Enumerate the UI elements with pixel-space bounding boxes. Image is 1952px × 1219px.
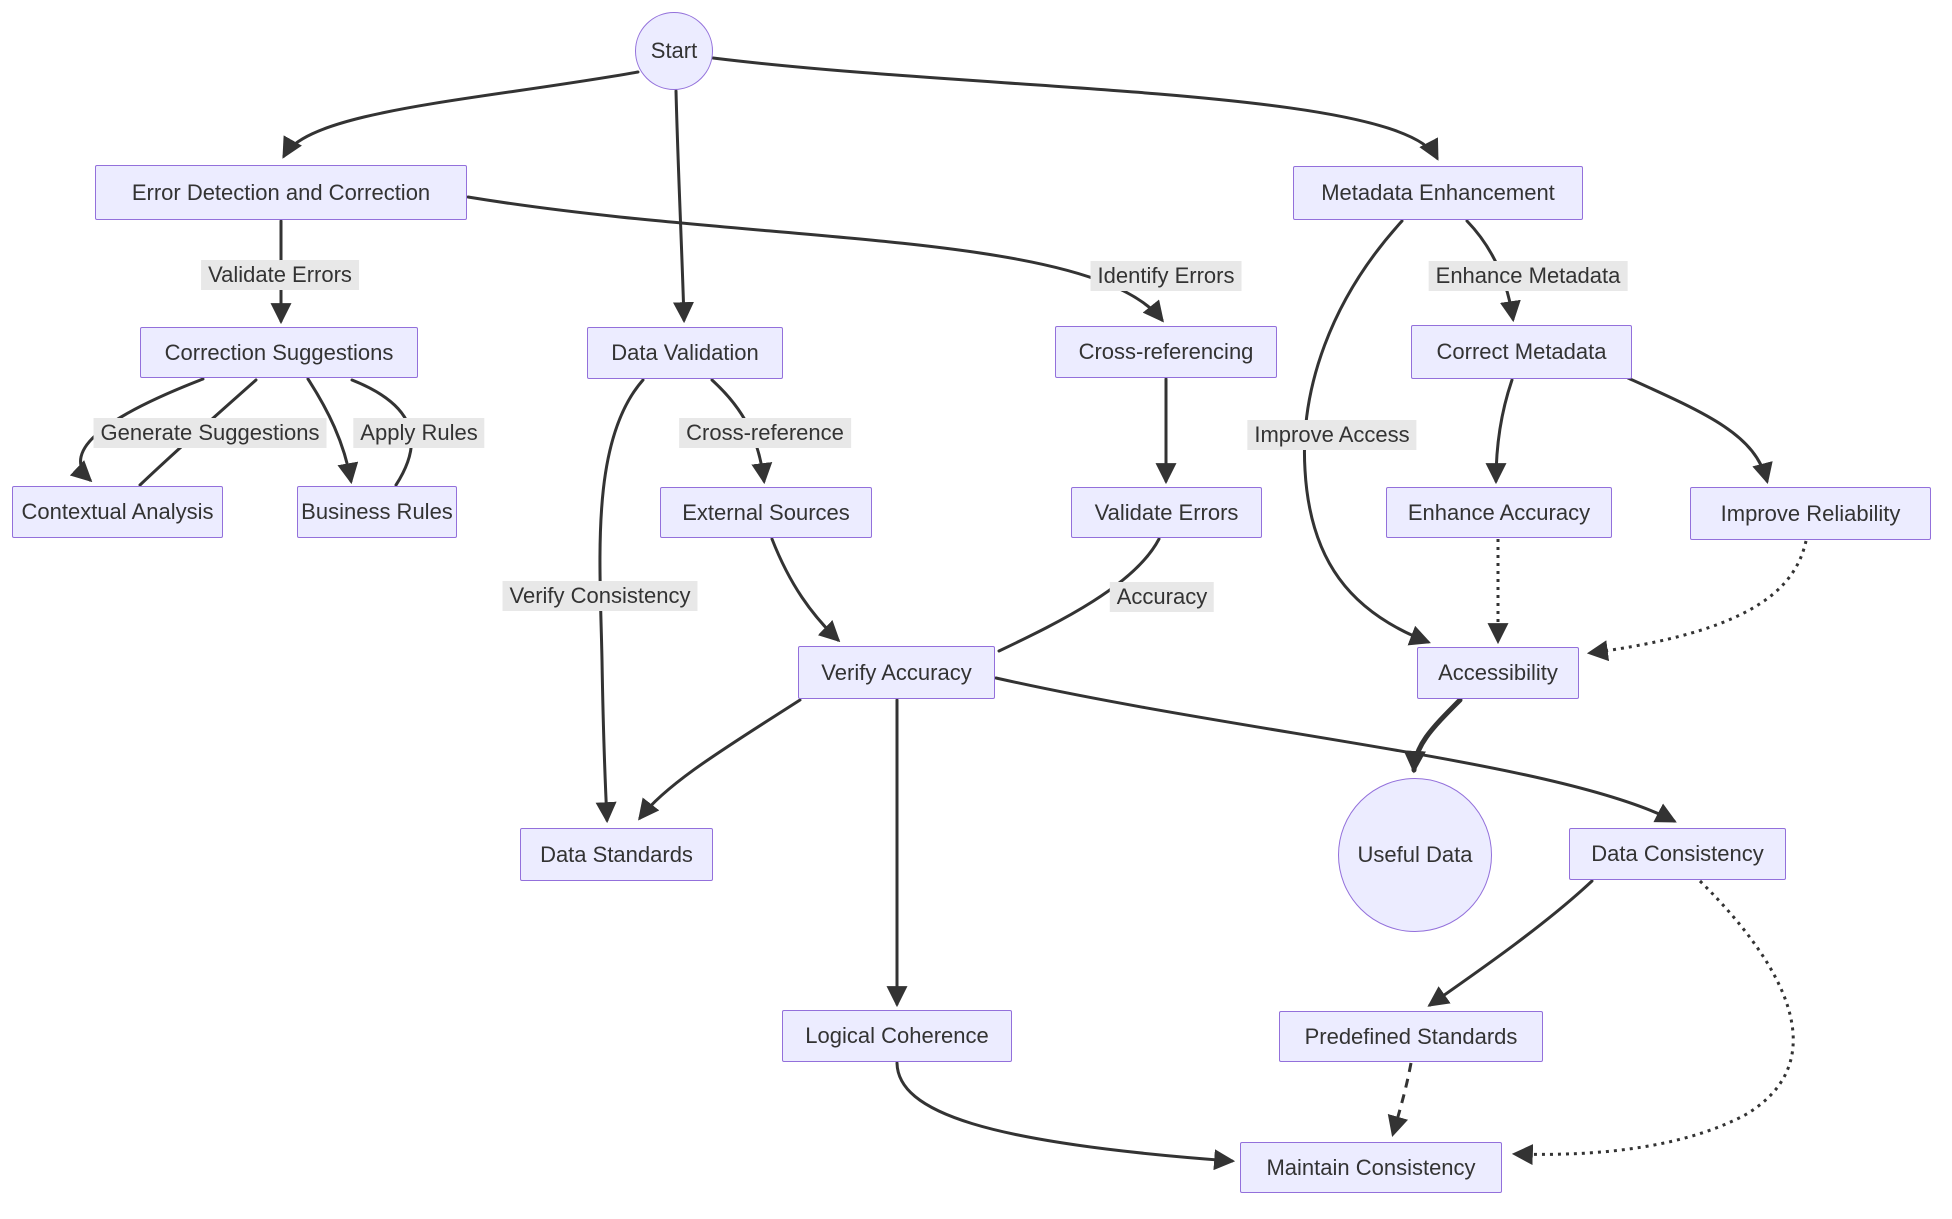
node-metadata-enhancement: Metadata Enhancement — [1293, 166, 1583, 220]
node-external-sources: External Sources — [660, 487, 872, 538]
node-validate-errors: Validate Errors — [1071, 487, 1262, 538]
edge-improve-reliability-to-accessibility — [1586, 540, 1808, 662]
edge-error-detection-to-cross-referencing — [466, 195, 1164, 323]
edge-data-consistency-to-predefined-standards — [1427, 879, 1594, 1007]
node-contextual-analysis: Contextual Analysis — [12, 486, 223, 538]
node-data-standards: Data Standards — [520, 828, 713, 881]
edge-correct-metadata-to-improve-reliability — [1626, 376, 1773, 485]
edge-start-to-data-validation — [672, 89, 694, 324]
edge-external-sources-to-verify-accuracy — [770, 537, 841, 643]
edge-start-to-error-detection — [282, 70, 640, 159]
node-data-consistency: Data Consistency — [1569, 828, 1786, 880]
edge-label-validate-errors: Validate Errors — [201, 260, 359, 290]
edge-logical-coherence-to-maintain-consistency — [895, 1061, 1236, 1171]
node-useful-data: Useful Data — [1338, 778, 1492, 932]
edge-label-generate-suggestions: Generate Suggestions — [93, 418, 327, 448]
edge-correct-metadata-to-enhance-accuracy — [1485, 378, 1514, 485]
edge-verify-accuracy-to-data-standards — [638, 698, 802, 821]
edge-start-to-metadata-enhancement — [711, 56, 1439, 161]
edge-data-consistency-to-maintain-consistency — [1511, 879, 1795, 1166]
node-accessibility: Accessibility — [1417, 647, 1579, 699]
edge-label-apply-rules: Apply Rules — [353, 418, 485, 448]
node-error-detection-and-correction: Error Detection and Correction — [95, 165, 467, 220]
node-correction-suggestions: Correction Suggestions — [140, 327, 418, 378]
edge-label-identify-errors: Identify Errors — [1090, 261, 1242, 291]
edge-validate-errors-to-verify-accuracy — [997, 537, 1161, 653]
edge-label-enhance-metadata: Enhance Metadata — [1428, 261, 1628, 291]
node-predefined-standards: Predefined Standards — [1279, 1011, 1543, 1062]
edge-label-cross-reference: Cross-reference — [679, 418, 851, 448]
node-start: Start — [635, 12, 713, 90]
node-data-validation: Data Validation — [587, 327, 783, 379]
edge-label-accuracy: Accuracy — [1109, 582, 1215, 612]
edge-verify-accuracy-to-data-consistency — [994, 676, 1677, 823]
node-business-rules: Business Rules — [297, 486, 457, 538]
node-improve-reliability: Improve Reliability — [1690, 487, 1931, 540]
edge-label-improve-access: Improve Access — [1247, 420, 1417, 450]
edge-label-verify-consistency: Verify Consistency — [502, 581, 698, 611]
edge-predefined-standards-to-maintain-consistency — [1387, 1062, 1413, 1138]
node-correct-metadata: Correct Metadata — [1411, 325, 1632, 379]
node-enhance-accuracy: Enhance Accuracy — [1386, 487, 1612, 538]
node-verify-accuracy: Verify Accuracy — [798, 646, 995, 699]
edge-correction-suggestions-to-business-rules — [306, 377, 359, 485]
edge-metadata-enhancement-to-accessibility — [1302, 219, 1431, 646]
node-maintain-consistency: Maintain Consistency — [1240, 1142, 1502, 1193]
node-logical-coherence: Logical Coherence — [782, 1010, 1012, 1062]
edge-data-validation-to-data-standards — [595, 378, 645, 824]
edge-accessibility-to-useful-data — [1403, 697, 1463, 774]
node-cross-referencing: Cross-referencing — [1055, 326, 1277, 378]
